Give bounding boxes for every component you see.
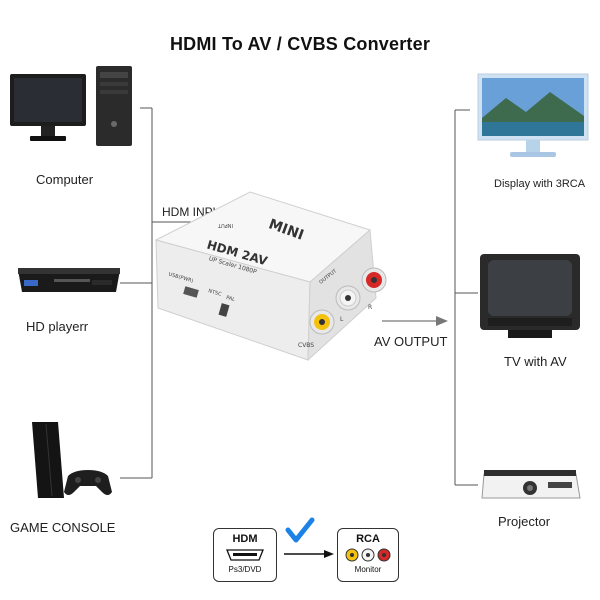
- conversion-check-icon: [284, 517, 334, 558]
- hdmi-legend-sub: Ps3/DVD: [228, 565, 262, 574]
- diagram-title: HDMI To AV / CVBS Converter: [169, 34, 431, 54]
- converter-device: [154, 191, 387, 362]
- input-label-game-console: GAME CONSOLE: [10, 520, 116, 535]
- device-r-label: R: [368, 304, 373, 311]
- output-label-projector: Projector: [498, 514, 551, 529]
- device-cvbs-label: CVBS: [298, 342, 315, 349]
- output-label-display: Display with 3RCA: [494, 178, 586, 190]
- blu-ray-player-icon: [18, 268, 120, 292]
- lcd-display-icon: [477, 73, 589, 157]
- rca-legend-sub: Monitor: [354, 565, 382, 574]
- computer-icon: [10, 66, 132, 146]
- hdmi-port-icon: [226, 549, 264, 561]
- rca-legend-title: RCA: [356, 533, 380, 545]
- game-console-icon: [32, 422, 112, 498]
- input-label-computer: Computer: [36, 172, 94, 187]
- input-label-hd-player: HD playerr: [26, 319, 89, 334]
- output-label-tv: TV with AV: [504, 354, 567, 369]
- av-output-label: AV OUTPUT: [374, 334, 448, 349]
- device-l-label: L: [340, 316, 344, 323]
- projector-icon: [481, 470, 581, 499]
- crt-tv-icon: [480, 254, 580, 338]
- hdmi-legend-title: HDM: [232, 533, 258, 545]
- device-input-label: INPUT: [218, 222, 233, 228]
- rca-ports-icon: [345, 548, 391, 562]
